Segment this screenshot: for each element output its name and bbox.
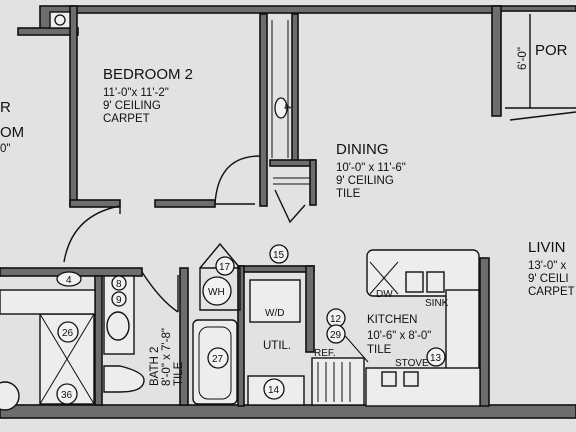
- ref-label: REF.: [314, 348, 336, 359]
- sink-label: SINK: [425, 298, 449, 309]
- stove-label: STOVE: [395, 358, 429, 369]
- svg-text:26: 26: [62, 328, 74, 339]
- svg-text:14: 14: [268, 385, 280, 396]
- keynote-14: 14: [263, 378, 285, 400]
- porch-slider-2: [509, 111, 576, 121]
- keynote-26: 26: [57, 321, 79, 343]
- kitchen-counter-side: [445, 289, 480, 371]
- left-vanity: [0, 289, 96, 315]
- bathtub-inner: [198, 326, 232, 400]
- dining-ceiling: 9' CEILING: [336, 175, 394, 187]
- bottom-wall: [0, 404, 576, 419]
- bedroom2-floor: CARPET: [103, 113, 150, 125]
- shower-x-2: [39, 313, 95, 405]
- dining-floor: TILE: [336, 188, 361, 200]
- svg-text:9: 9: [116, 295, 122, 306]
- keynote-13: 13: [426, 347, 446, 367]
- kitchen-floor: TILE: [367, 344, 392, 356]
- dining-name: DINING: [336, 141, 389, 158]
- living-name: LIVIN: [528, 239, 566, 256]
- top-left-box-circle: [54, 14, 66, 26]
- stove-burner-2: [403, 371, 419, 387]
- svg-text:13: 13: [430, 353, 442, 364]
- dining-size: 10'-0" x 11'-6": [336, 162, 406, 174]
- closet-wall: [291, 13, 299, 165]
- keynote-8: 8: [111, 275, 127, 291]
- left-diagonal-wall: [17, 27, 79, 36]
- toilet: [103, 365, 145, 393]
- kitchen-size: 10'-6" x 8'-0": [367, 330, 431, 342]
- svg-text:4: 4: [281, 104, 292, 110]
- stove-burner-1: [381, 371, 397, 387]
- living-size: 13'-0" x: [528, 260, 566, 272]
- keynote-12: 12: [326, 308, 346, 328]
- svg-text:8: 8: [116, 279, 122, 290]
- util-right-wall: [305, 265, 315, 353]
- porch-name: POR: [535, 42, 568, 59]
- living-floor: CARPET: [528, 286, 575, 298]
- top-wall: [69, 5, 501, 14]
- wh-label: WH: [208, 287, 225, 298]
- wd-label: W/D: [265, 308, 284, 319]
- top-wall-right: [494, 5, 576, 12]
- svg-text:36: 36: [61, 390, 73, 401]
- bedroom-right-wall: [259, 13, 268, 207]
- bath-right-wall: [179, 267, 189, 406]
- util-name: UTIL.: [263, 340, 291, 352]
- refrigerator: [311, 357, 365, 406]
- dw-mark-2: [369, 261, 399, 295]
- keynote-9: 9: [111, 291, 127, 307]
- living-ceiling: 9' CEILI: [528, 273, 569, 285]
- closet-bottom-wall: [269, 159, 316, 167]
- svg-text:17: 17: [219, 262, 231, 273]
- sink-basin-left: [405, 271, 424, 293]
- dining-door-swing: [214, 155, 261, 205]
- left-room-line1: R: [0, 99, 11, 116]
- bedroom-bottom-wall-b: [154, 199, 216, 208]
- shower-divider-wall: [94, 275, 103, 406]
- vanity-sink: [106, 311, 130, 341]
- bedroom-left-wall: [69, 5, 78, 207]
- svg-text:12: 12: [330, 314, 342, 325]
- porch-wall: [491, 5, 502, 117]
- svg-text:29: 29: [330, 330, 342, 341]
- dw-label: DW: [376, 289, 393, 300]
- keynote-29: 29: [326, 324, 346, 344]
- closet-door: [274, 189, 306, 224]
- util-left-wall: [237, 265, 245, 407]
- bath-door-swing: [141, 271, 179, 313]
- bath2-size: 8'-0" x 7'-8": [161, 328, 173, 386]
- svg-text:4: 4: [66, 275, 72, 286]
- bedroom2-name: BEDROOM 2: [103, 66, 193, 83]
- bedroom2-size: 11'-0"x 11'-2": [103, 87, 169, 99]
- util-top-wall: [239, 265, 315, 273]
- left-room-line2: OM: [0, 124, 24, 141]
- svg-text:15: 15: [273, 250, 285, 261]
- water-heater-door: [199, 242, 241, 269]
- keynote-27: 27: [207, 347, 229, 369]
- left-sink: [0, 381, 20, 411]
- water-heater: [202, 276, 232, 306]
- kitchen-name: KITCHEN: [367, 314, 417, 326]
- keynote-closet: 4: [274, 97, 292, 119]
- bedroom2-ceiling: 9' CEILING: [103, 100, 161, 112]
- washer-dryer: [249, 279, 301, 323]
- keynote-15: 15: [269, 244, 289, 264]
- keynote-17: 17: [215, 256, 235, 276]
- svg-text:27: 27: [212, 354, 224, 365]
- porch-depth: 6'-0": [517, 47, 529, 70]
- keynote-bath-shelf: 4: [56, 271, 82, 287]
- kitchen-right-wall: [479, 257, 490, 407]
- keynote-36: 36: [56, 383, 78, 405]
- bath2-floor: TILE: [173, 361, 185, 386]
- left-room-line3: 0": [0, 143, 10, 155]
- bedroom-door-swing: [63, 205, 121, 263]
- sink-basin-right: [426, 271, 445, 293]
- bath2-name: BATH 2: [149, 347, 161, 386]
- bedroom-bottom-wall-a: [69, 199, 121, 208]
- closet-right-wall: [309, 159, 317, 206]
